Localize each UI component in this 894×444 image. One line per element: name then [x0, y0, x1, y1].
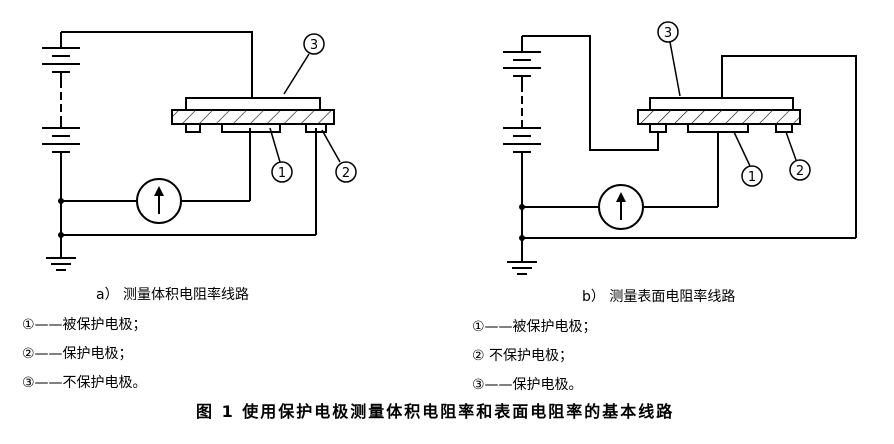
caption-a: a） 测量体积电阻率线路	[96, 287, 250, 303]
battery-icon	[503, 36, 541, 153]
legend-a-item-1: ①——被保护电极；	[22, 317, 147, 333]
marker-1-label: 1	[278, 166, 286, 181]
marker-3-circle	[657, 21, 679, 43]
ground-icon	[507, 261, 537, 275]
electrode-2-right	[305, 123, 327, 133]
electrode-2-left	[649, 123, 667, 133]
marker-2-circle	[335, 161, 357, 183]
figure-title: 图 1 使用保护电极测量体积电阻率和表面电阻率的基本线路	[196, 402, 675, 421]
electrode-3	[185, 97, 321, 111]
caption-b: b） 测量表面电阻率线路	[582, 289, 736, 305]
marker-1-label: 1	[748, 170, 756, 185]
legend-b-item-3: ③——保护电极。	[472, 377, 583, 393]
marker-2-label: 2	[342, 166, 350, 181]
legend-b-item-2: ② 不保护电极；	[472, 348, 574, 364]
galvanometer-icon	[136, 178, 182, 224]
diagram-a: 3 1 2	[42, 31, 357, 271]
marker-3-label: 3	[664, 26, 672, 41]
legend-a-item-2: ②——保护电极；	[22, 346, 133, 362]
ground-icon	[46, 257, 76, 271]
diagram-b: 3 1 2	[503, 21, 857, 275]
electrode-2-right	[775, 123, 793, 133]
sample-specimen	[171, 109, 335, 125]
marker-3-label: 3	[310, 38, 318, 53]
sample-specimen	[637, 109, 801, 125]
marker-2-label: 2	[796, 164, 804, 179]
marker-1-circle	[271, 161, 293, 183]
marker-1-circle	[741, 165, 763, 187]
marker-2-circle	[789, 159, 811, 181]
electrode-3	[649, 97, 794, 111]
battery-icon	[42, 32, 80, 153]
electrode-2-left	[185, 123, 201, 133]
galvanometer-icon	[598, 184, 644, 230]
legend-a-item-3: ③——不保护电极。	[22, 375, 147, 391]
marker-3-circle	[303, 33, 325, 55]
electrode-1	[687, 123, 749, 133]
legend-b-item-1: ①——被保护电极；	[472, 319, 597, 335]
electrode-1	[221, 123, 281, 133]
